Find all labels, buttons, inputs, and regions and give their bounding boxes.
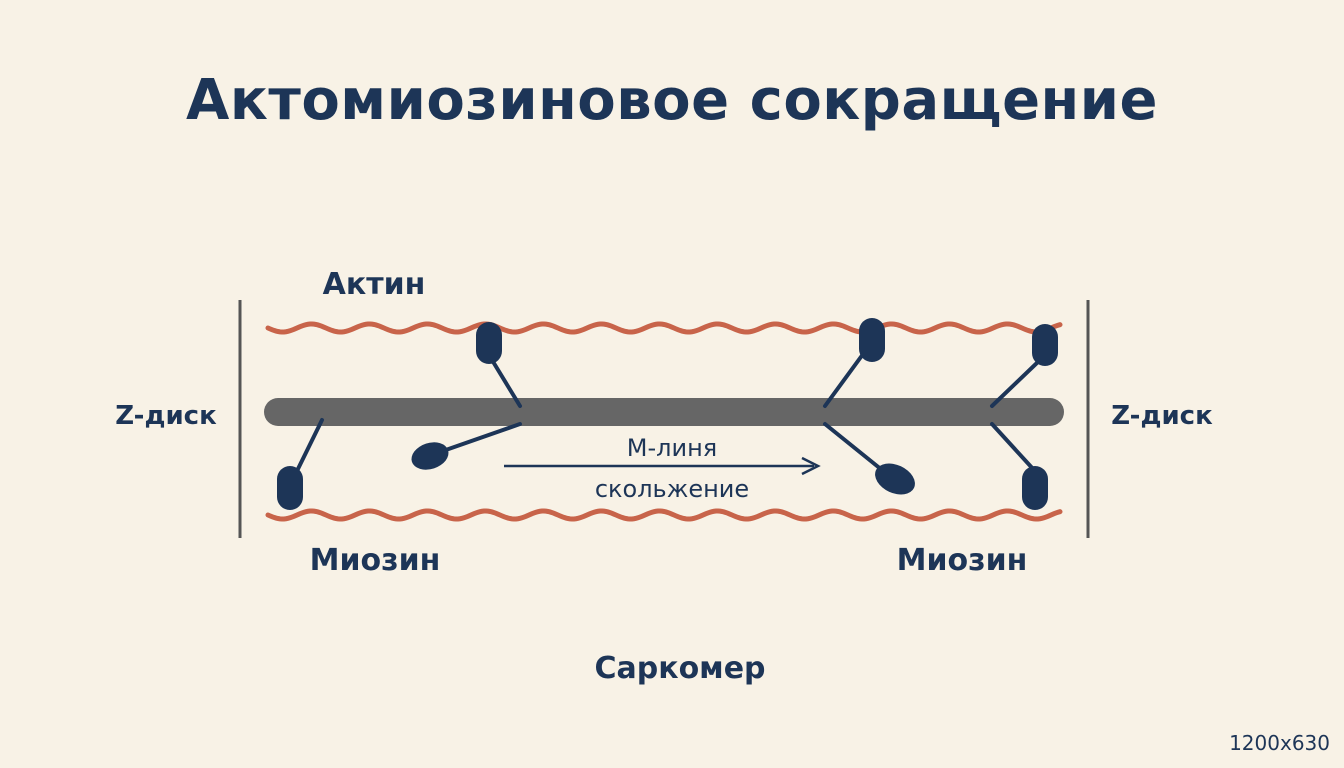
myosin-head	[1032, 324, 1058, 366]
myosin-head	[859, 318, 885, 362]
sliding-arrow-head	[801, 456, 821, 476]
myosin-head	[875, 463, 915, 495]
z-disc-left-label: Z-диск	[115, 401, 217, 431]
myosin-neck	[823, 348, 868, 408]
actin-filament-top	[265, 321, 1063, 335]
myosin-head	[411, 442, 449, 470]
myosin-heads	[277, 318, 1058, 510]
dimensions-label: 1200x630	[1229, 731, 1330, 755]
myosin-neck	[490, 358, 522, 408]
myosin-neck	[823, 422, 884, 472]
myosin-right-label: Миозин	[897, 543, 1028, 578]
m-line-label: М-линя	[627, 434, 717, 462]
myosin-neck	[293, 418, 324, 477]
myosin-neck	[438, 422, 522, 454]
myosin-head	[476, 322, 502, 364]
actin-label: Актин	[323, 267, 426, 302]
page-title: Актомиозиновое сокращение	[186, 68, 1158, 133]
sliding-label: скольжение	[595, 475, 749, 503]
myosin-neck	[990, 422, 1036, 472]
myosin-head	[1022, 466, 1048, 510]
myosin-head	[277, 466, 303, 510]
myosin-neck	[990, 358, 1042, 408]
z-disc-right-label: Z-диск	[1111, 401, 1213, 431]
myosin-left-label: Миозин	[310, 543, 441, 578]
myosin-necks	[293, 348, 1042, 477]
actin-filament-bottom	[265, 508, 1063, 522]
sarcomere-label: Саркомер	[594, 651, 765, 686]
